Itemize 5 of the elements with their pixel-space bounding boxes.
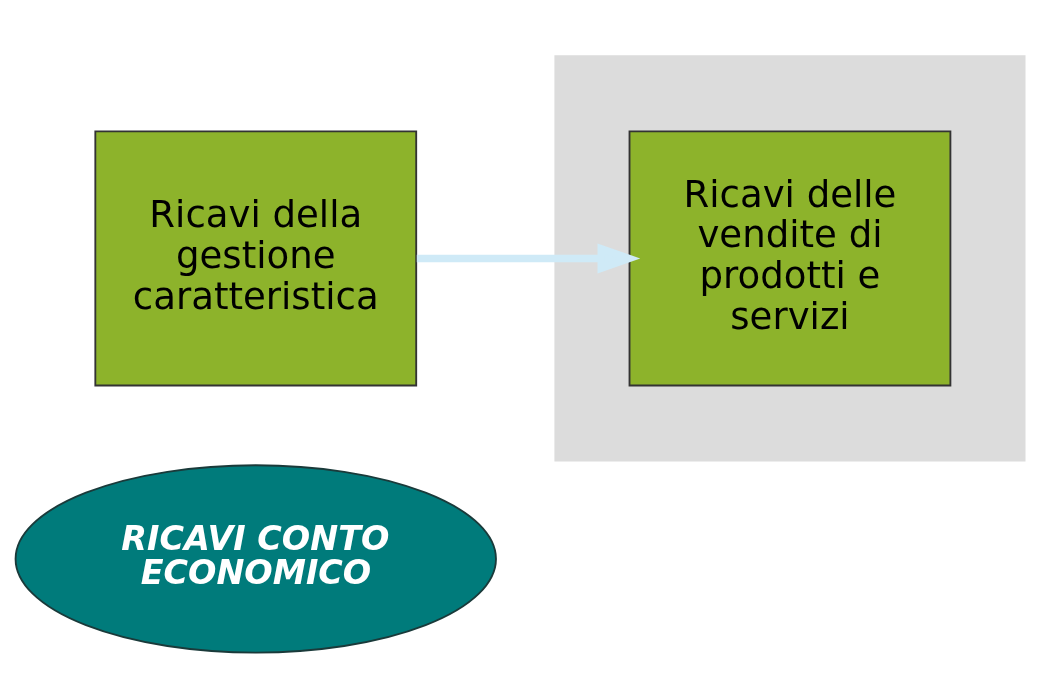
arrow [416,242,641,273]
node-box: Ricavi della gestione caratteristica [94,129,418,386]
cluster [554,54,1026,462]
node-ellipse: RICAVI CONTO ECONOMICO [14,463,497,653]
node-box: Ricavi delle vendite di prodotti e servizi [628,129,952,386]
